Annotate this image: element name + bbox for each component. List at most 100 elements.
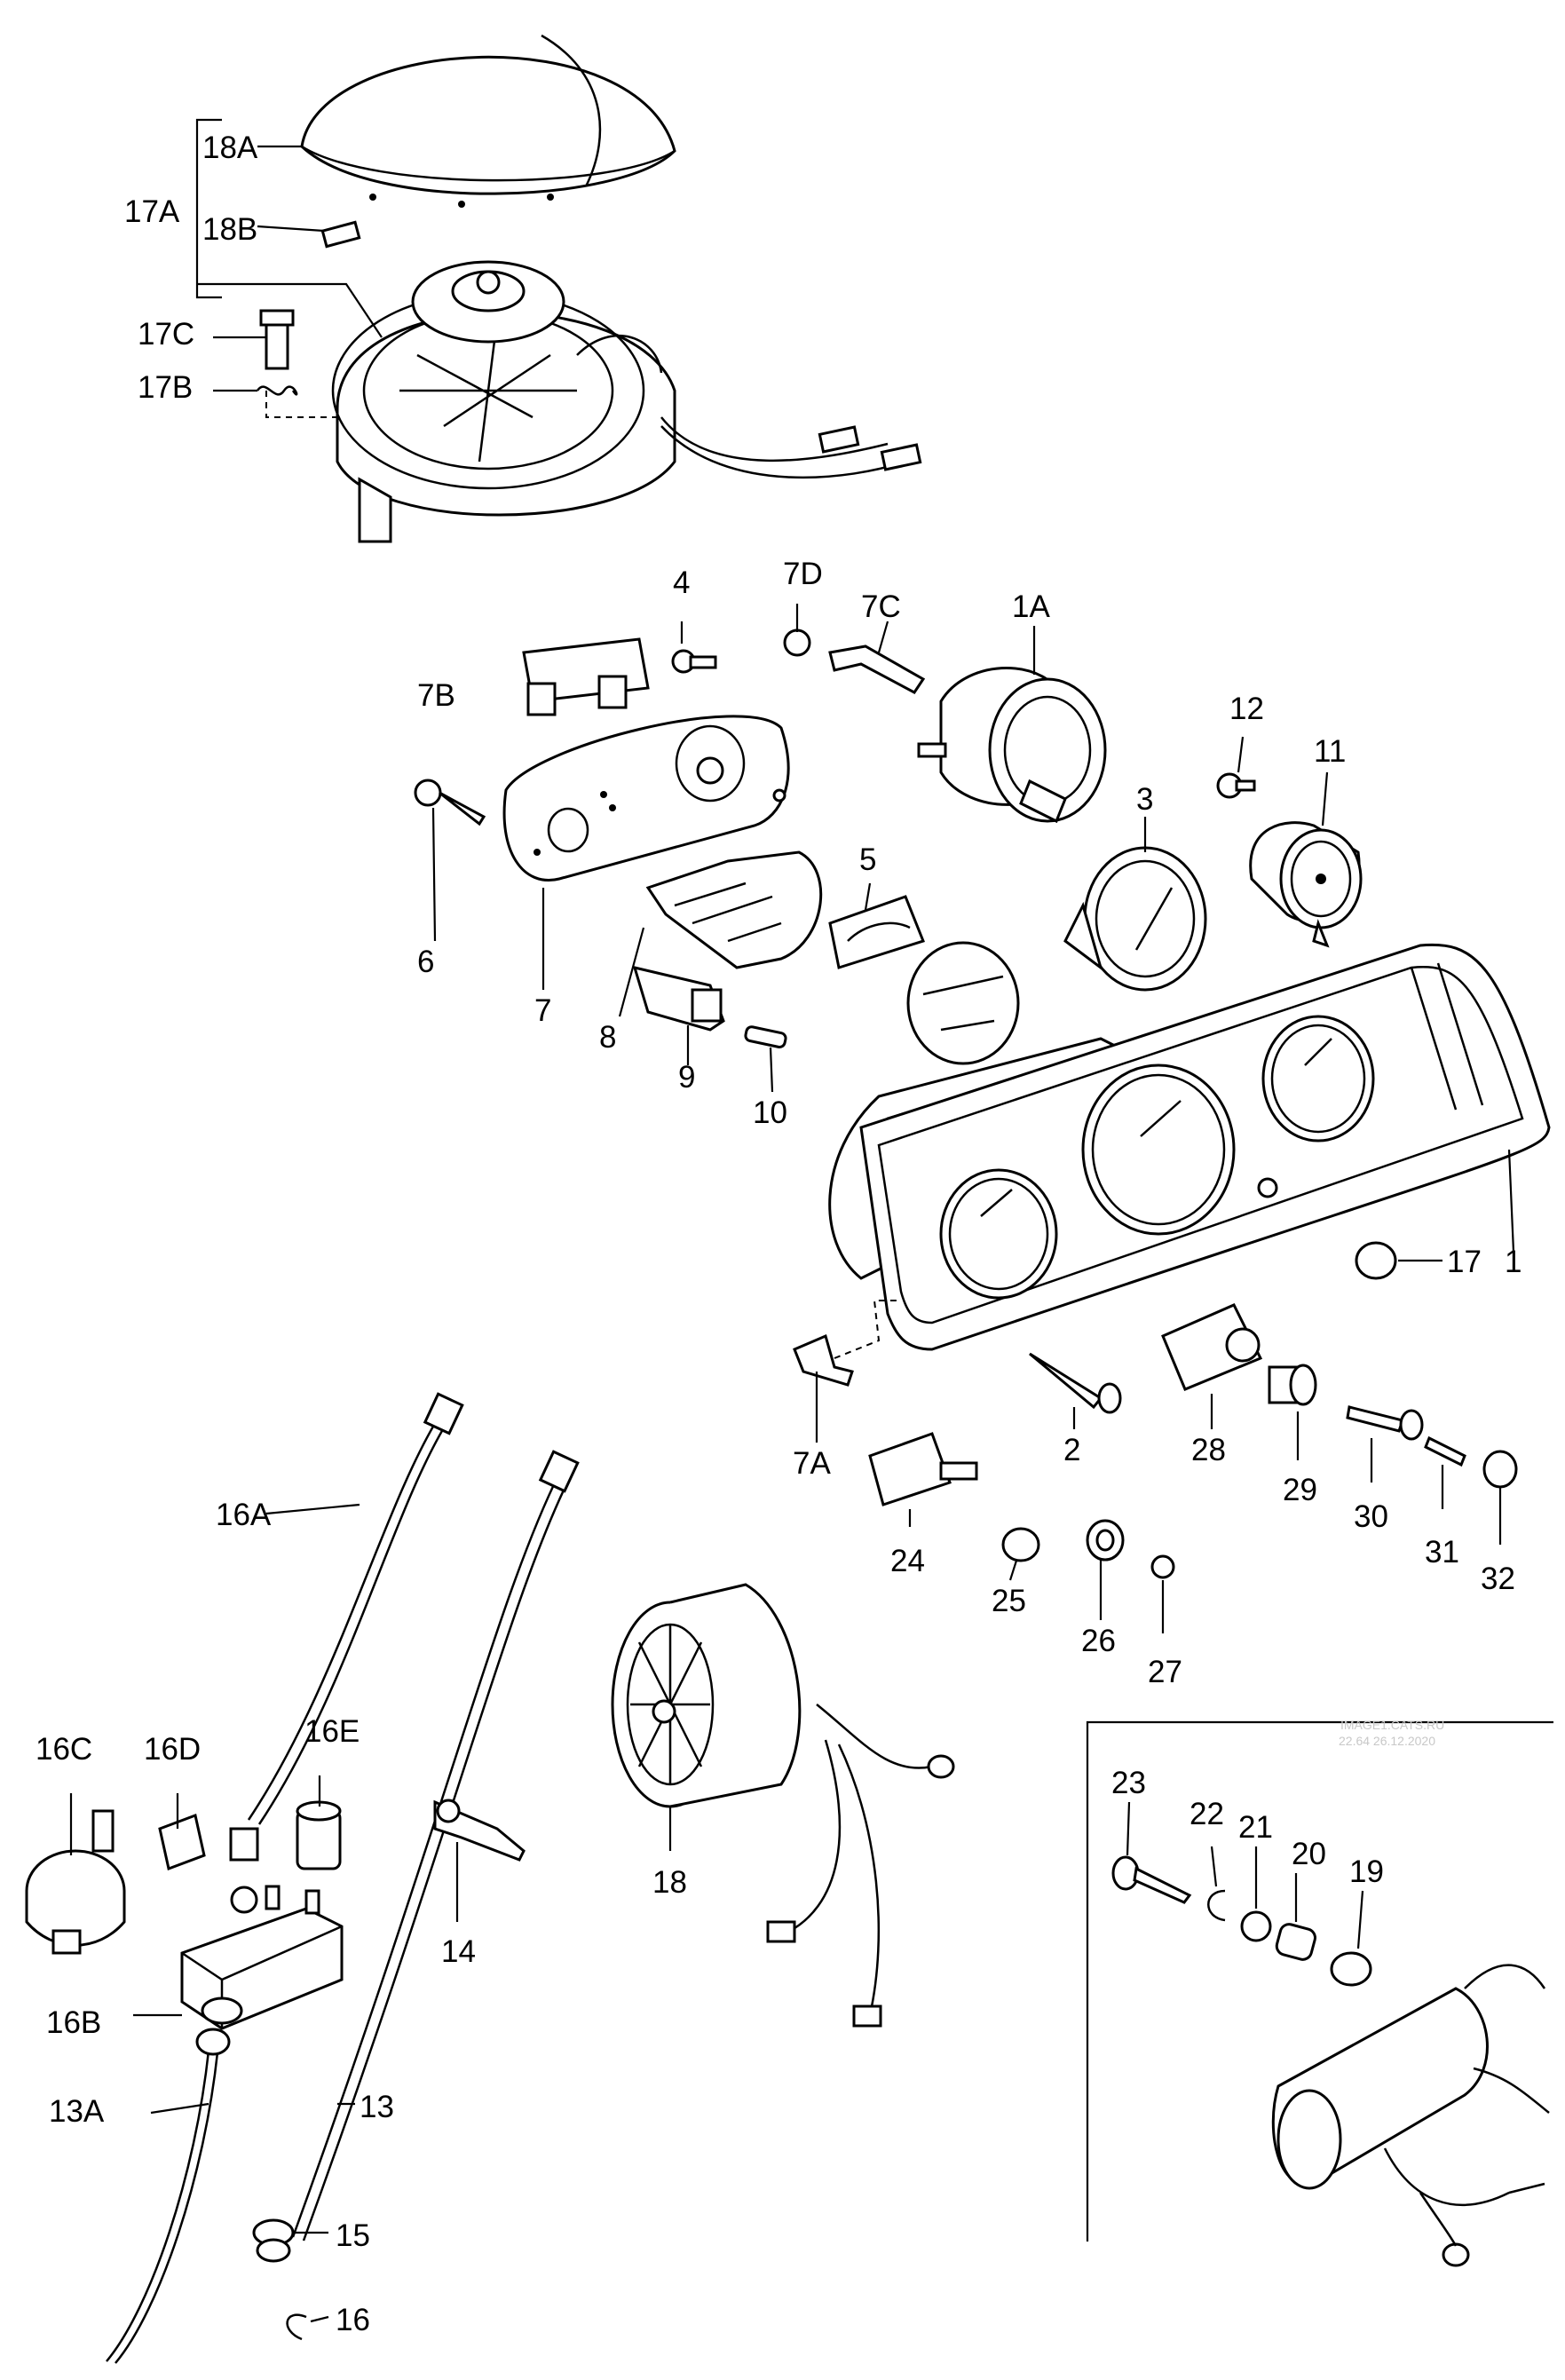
label-11: 11 — [1314, 734, 1346, 769]
cable-13a — [106, 2028, 231, 2364]
regulator-8 — [645, 850, 823, 969]
clip-16 — [286, 2313, 307, 2341]
sender-16c — [25, 1809, 126, 1955]
blower-motor-18 — [611, 1583, 955, 2028]
switch-28 — [1161, 1303, 1263, 1391]
label-17b: 17B — [138, 370, 193, 405]
label-13a: 13A — [49, 2094, 105, 2129]
washer-22 — [1207, 1889, 1226, 1922]
label-27: 27 — [1148, 1655, 1182, 1689]
screw-12 — [1216, 772, 1256, 799]
label-4: 4 — [673, 565, 690, 600]
sensor-9 — [632, 965, 725, 1032]
label-14: 14 — [441, 1934, 476, 1969]
label-7b: 7B — [417, 678, 455, 713]
distribution-box-16b — [180, 1827, 344, 2030]
label-29: 29 — [1283, 1473, 1317, 1507]
label-31: 31 — [1425, 1535, 1459, 1570]
circuit-board-7 — [502, 715, 790, 882]
screw-23 — [1111, 1855, 1192, 1904]
switch-7b — [522, 637, 650, 716]
bezel-26 — [1086, 1519, 1125, 1562]
label-16a: 16A — [216, 1498, 272, 1532]
label-18a: 18A — [202, 130, 258, 165]
bushing-20 — [1275, 1923, 1316, 1961]
leader-lines — [69, 604, 1515, 2323]
screw-6 — [414, 779, 486, 826]
bushing-15 — [252, 2218, 295, 2263]
label-13: 13 — [360, 2090, 394, 2124]
cable-tie-14 — [433, 1799, 526, 1862]
label-9: 9 — [678, 1060, 695, 1095]
shaft-30 — [1346, 1405, 1424, 1441]
label-16d: 16D — [144, 1732, 201, 1767]
screw-2 — [1029, 1352, 1122, 1414]
label-8: 8 — [599, 1020, 616, 1055]
label-1: 1 — [1505, 1245, 1522, 1279]
callout-labels: 18A 17A 18B 17C 17B 4 7D 7C 1A 7B 12 11 … — [36, 130, 1522, 2337]
speedometer-1a — [917, 667, 1107, 824]
label-28: 28 — [1191, 1433, 1226, 1467]
grommet-19 — [1330, 1951, 1372, 1987]
label-12: 12 — [1229, 692, 1264, 726]
label-17: 17 — [1447, 1245, 1482, 1279]
label-23: 23 — [1111, 1766, 1146, 1800]
clock-11 — [1249, 821, 1363, 948]
cable-13 — [291, 1450, 580, 2242]
inset-frame — [1086, 1720, 1553, 2242]
label-18: 18 — [652, 1865, 687, 1900]
label-17a: 17A — [124, 194, 180, 229]
leader-7a — [834, 1300, 897, 1359]
bracket-7a — [793, 1333, 854, 1387]
label-26: 26 — [1081, 1624, 1116, 1658]
label-16b: 16B — [46, 2005, 101, 2040]
label-19: 19 — [1349, 1854, 1384, 1889]
watermark-date: 22.64 26.12.2020 — [1339, 1734, 1435, 1748]
label-32: 32 — [1481, 1562, 1515, 1596]
cap-16e — [296, 1800, 342, 1870]
knob-29 — [1268, 1364, 1317, 1406]
nut-27 — [1150, 1554, 1175, 1579]
speedometer-3 — [1063, 846, 1207, 992]
label-18b: 18B — [202, 212, 257, 247]
label-17c: 17C — [138, 317, 194, 352]
pin-31 — [1424, 1435, 1466, 1467]
label-16e: 16E — [304, 1714, 360, 1749]
bulb-7d — [783, 629, 811, 657]
label-16c: 16C — [36, 1732, 92, 1767]
bracket-16d — [158, 1813, 206, 1871]
fan-housing — [331, 260, 922, 543]
label-7c: 7C — [861, 589, 901, 624]
bulb-10 — [744, 1025, 787, 1048]
label-2: 2 — [1063, 1433, 1080, 1467]
clip-17b — [256, 385, 298, 396]
bolt-17c — [259, 309, 295, 370]
label-7a: 7A — [793, 1446, 831, 1481]
label-3: 3 — [1136, 782, 1153, 817]
label-22: 22 — [1190, 1797, 1224, 1831]
clip-7c — [828, 644, 926, 694]
leader-17b — [265, 391, 337, 418]
screw-4 — [671, 649, 717, 674]
instrument-panel-1 — [828, 943, 1551, 1351]
label-16: 16 — [336, 2303, 370, 2337]
label-21: 21 — [1238, 1810, 1273, 1845]
label-25: 25 — [992, 1584, 1026, 1618]
label-1a: 1A — [1012, 589, 1050, 624]
lamp-25 — [1001, 1527, 1040, 1562]
label-20: 20 — [1292, 1837, 1326, 1871]
watermark-site: IMAGE1.CATS.RU — [1340, 1718, 1444, 1732]
switch-24 — [868, 1432, 978, 1506]
label-30: 30 — [1354, 1499, 1388, 1534]
label-7d: 7D — [783, 557, 823, 591]
label-7: 7 — [534, 993, 551, 1028]
label-10: 10 — [753, 1095, 787, 1130]
label-5: 5 — [859, 842, 876, 877]
spacer-21 — [1240, 1910, 1272, 1942]
knob-32 — [1482, 1450, 1518, 1489]
label-6: 6 — [417, 945, 434, 979]
label-24: 24 — [890, 1544, 925, 1578]
fan-cover-dome — [300, 34, 676, 208]
